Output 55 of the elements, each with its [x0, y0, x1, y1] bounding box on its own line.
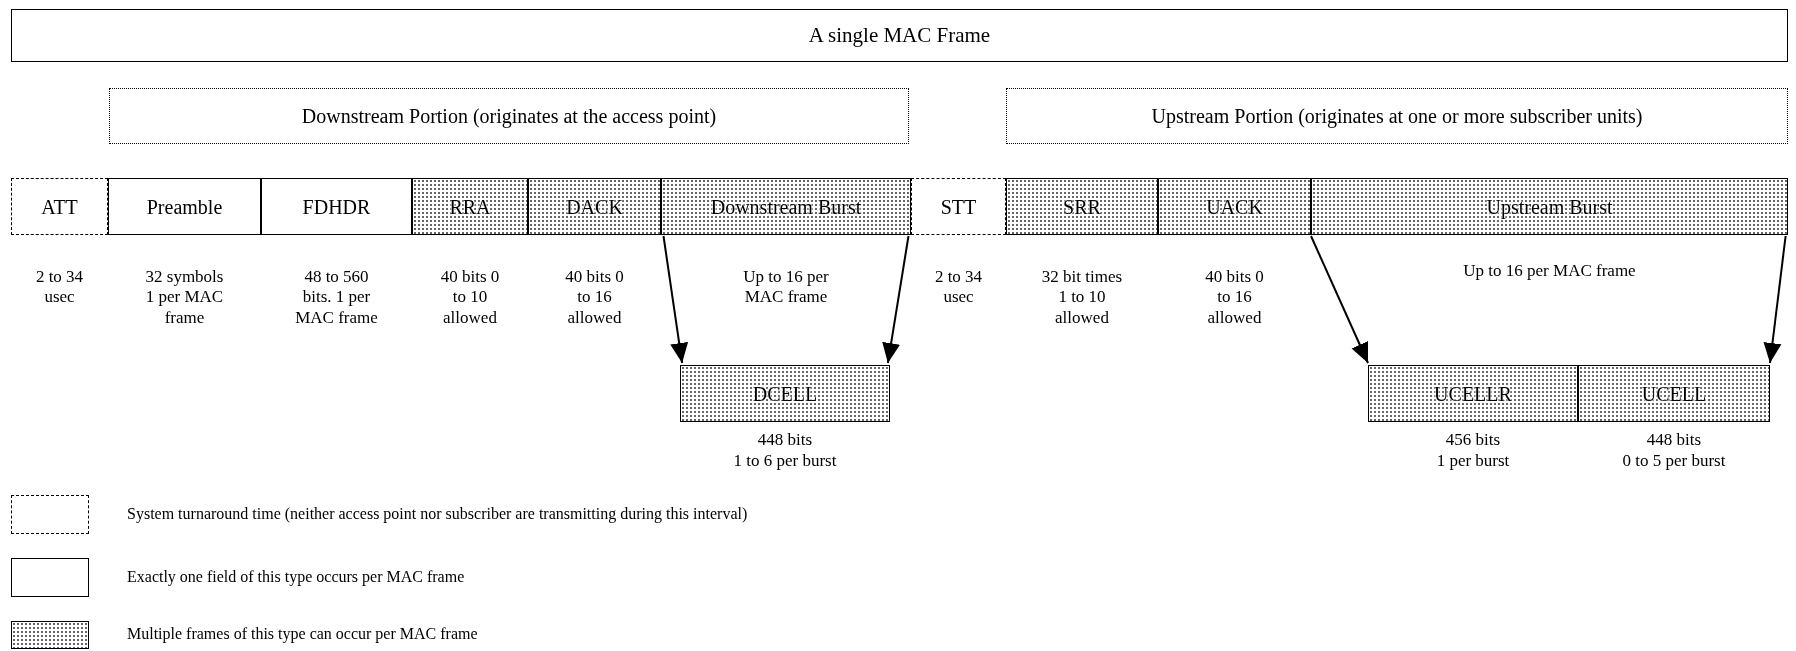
portion-band — [109, 88, 909, 144]
field-label: DCELL — [752, 382, 818, 405]
field-box — [911, 178, 1006, 235]
legend-text: Exactly one field of this type occurs per MAC frame — [127, 567, 465, 586]
portion-band — [1006, 88, 1788, 144]
field-box — [528, 178, 661, 235]
field-description: 40 bits 0 to 10 allowed — [440, 267, 500, 329]
field-description: 448 bits — [1645, 430, 1703, 451]
field-label: UACK — [1206, 195, 1263, 218]
field-label: UCELL — [1641, 382, 1707, 405]
arrow — [1763, 235, 1787, 364]
field-label: FDHDR — [302, 195, 371, 218]
field-description: 32 symbols 1 per MAC frame — [144, 267, 225, 329]
field-label: DACK — [566, 195, 623, 218]
field-description: 2 to 34 usec — [34, 267, 85, 308]
field-label: STT — [940, 195, 977, 218]
field-box — [11, 178, 108, 235]
field-label: Downstream Burst — [710, 195, 862, 218]
field-label: SRR — [1063, 195, 1101, 218]
field-label: RRA — [449, 195, 491, 218]
field-box — [108, 178, 261, 235]
field-box — [1578, 365, 1770, 422]
field-box — [261, 178, 412, 235]
field-description: 1 to 6 per burst — [732, 451, 838, 472]
field-description: 32 bit times 1 to 10 allowed — [1040, 267, 1124, 329]
field-description: 40 bits 0 to 16 allowed — [1204, 267, 1265, 329]
field-box — [661, 178, 911, 235]
field-box — [1368, 365, 1578, 422]
field-box — [1158, 178, 1311, 235]
field-box — [11, 9, 1788, 62]
field-description: 448 bits — [756, 430, 814, 451]
field-label: Preamble — [146, 195, 223, 218]
field-label: UCELLR — [1434, 382, 1512, 405]
field-description: 0 to 5 per burst — [1621, 451, 1727, 472]
field-label: Downstream Portion (originates at the access point) — [301, 105, 717, 127]
field-description: 40 bits 0 to 16 allowed — [564, 267, 625, 329]
field-box — [412, 178, 528, 235]
field-label: ATT — [41, 195, 78, 218]
field-description: Up to 16 per MAC frame — [1462, 261, 1637, 282]
legend-text: Multiple frames of this type can occur per MAC frame — [127, 625, 478, 643]
field-description: 1 per burst — [1435, 451, 1511, 472]
field-label: Upstream Burst — [1486, 195, 1613, 218]
field-box — [680, 365, 890, 422]
arrow — [882, 235, 910, 364]
field-box — [1006, 178, 1158, 235]
arrow — [662, 235, 689, 364]
field-description: 456 bits — [1444, 430, 1502, 451]
field-description: Up to 16 per MAC frame — [742, 267, 830, 308]
field-description: 2 to 34 usec — [933, 267, 984, 308]
field-box — [1311, 178, 1788, 235]
legend-text: System turnaround time (neither access point nor subscriber are transmitting during this interval) — [127, 504, 748, 523]
field-label: A single MAC Frame — [808, 23, 991, 48]
field-description: 48 to 560 bits. 1 per MAC frame — [294, 267, 379, 329]
field-label: Upstream Portion (originates at one or more subscriber units) — [1151, 105, 1643, 127]
arrow — [1310, 235, 1369, 364]
